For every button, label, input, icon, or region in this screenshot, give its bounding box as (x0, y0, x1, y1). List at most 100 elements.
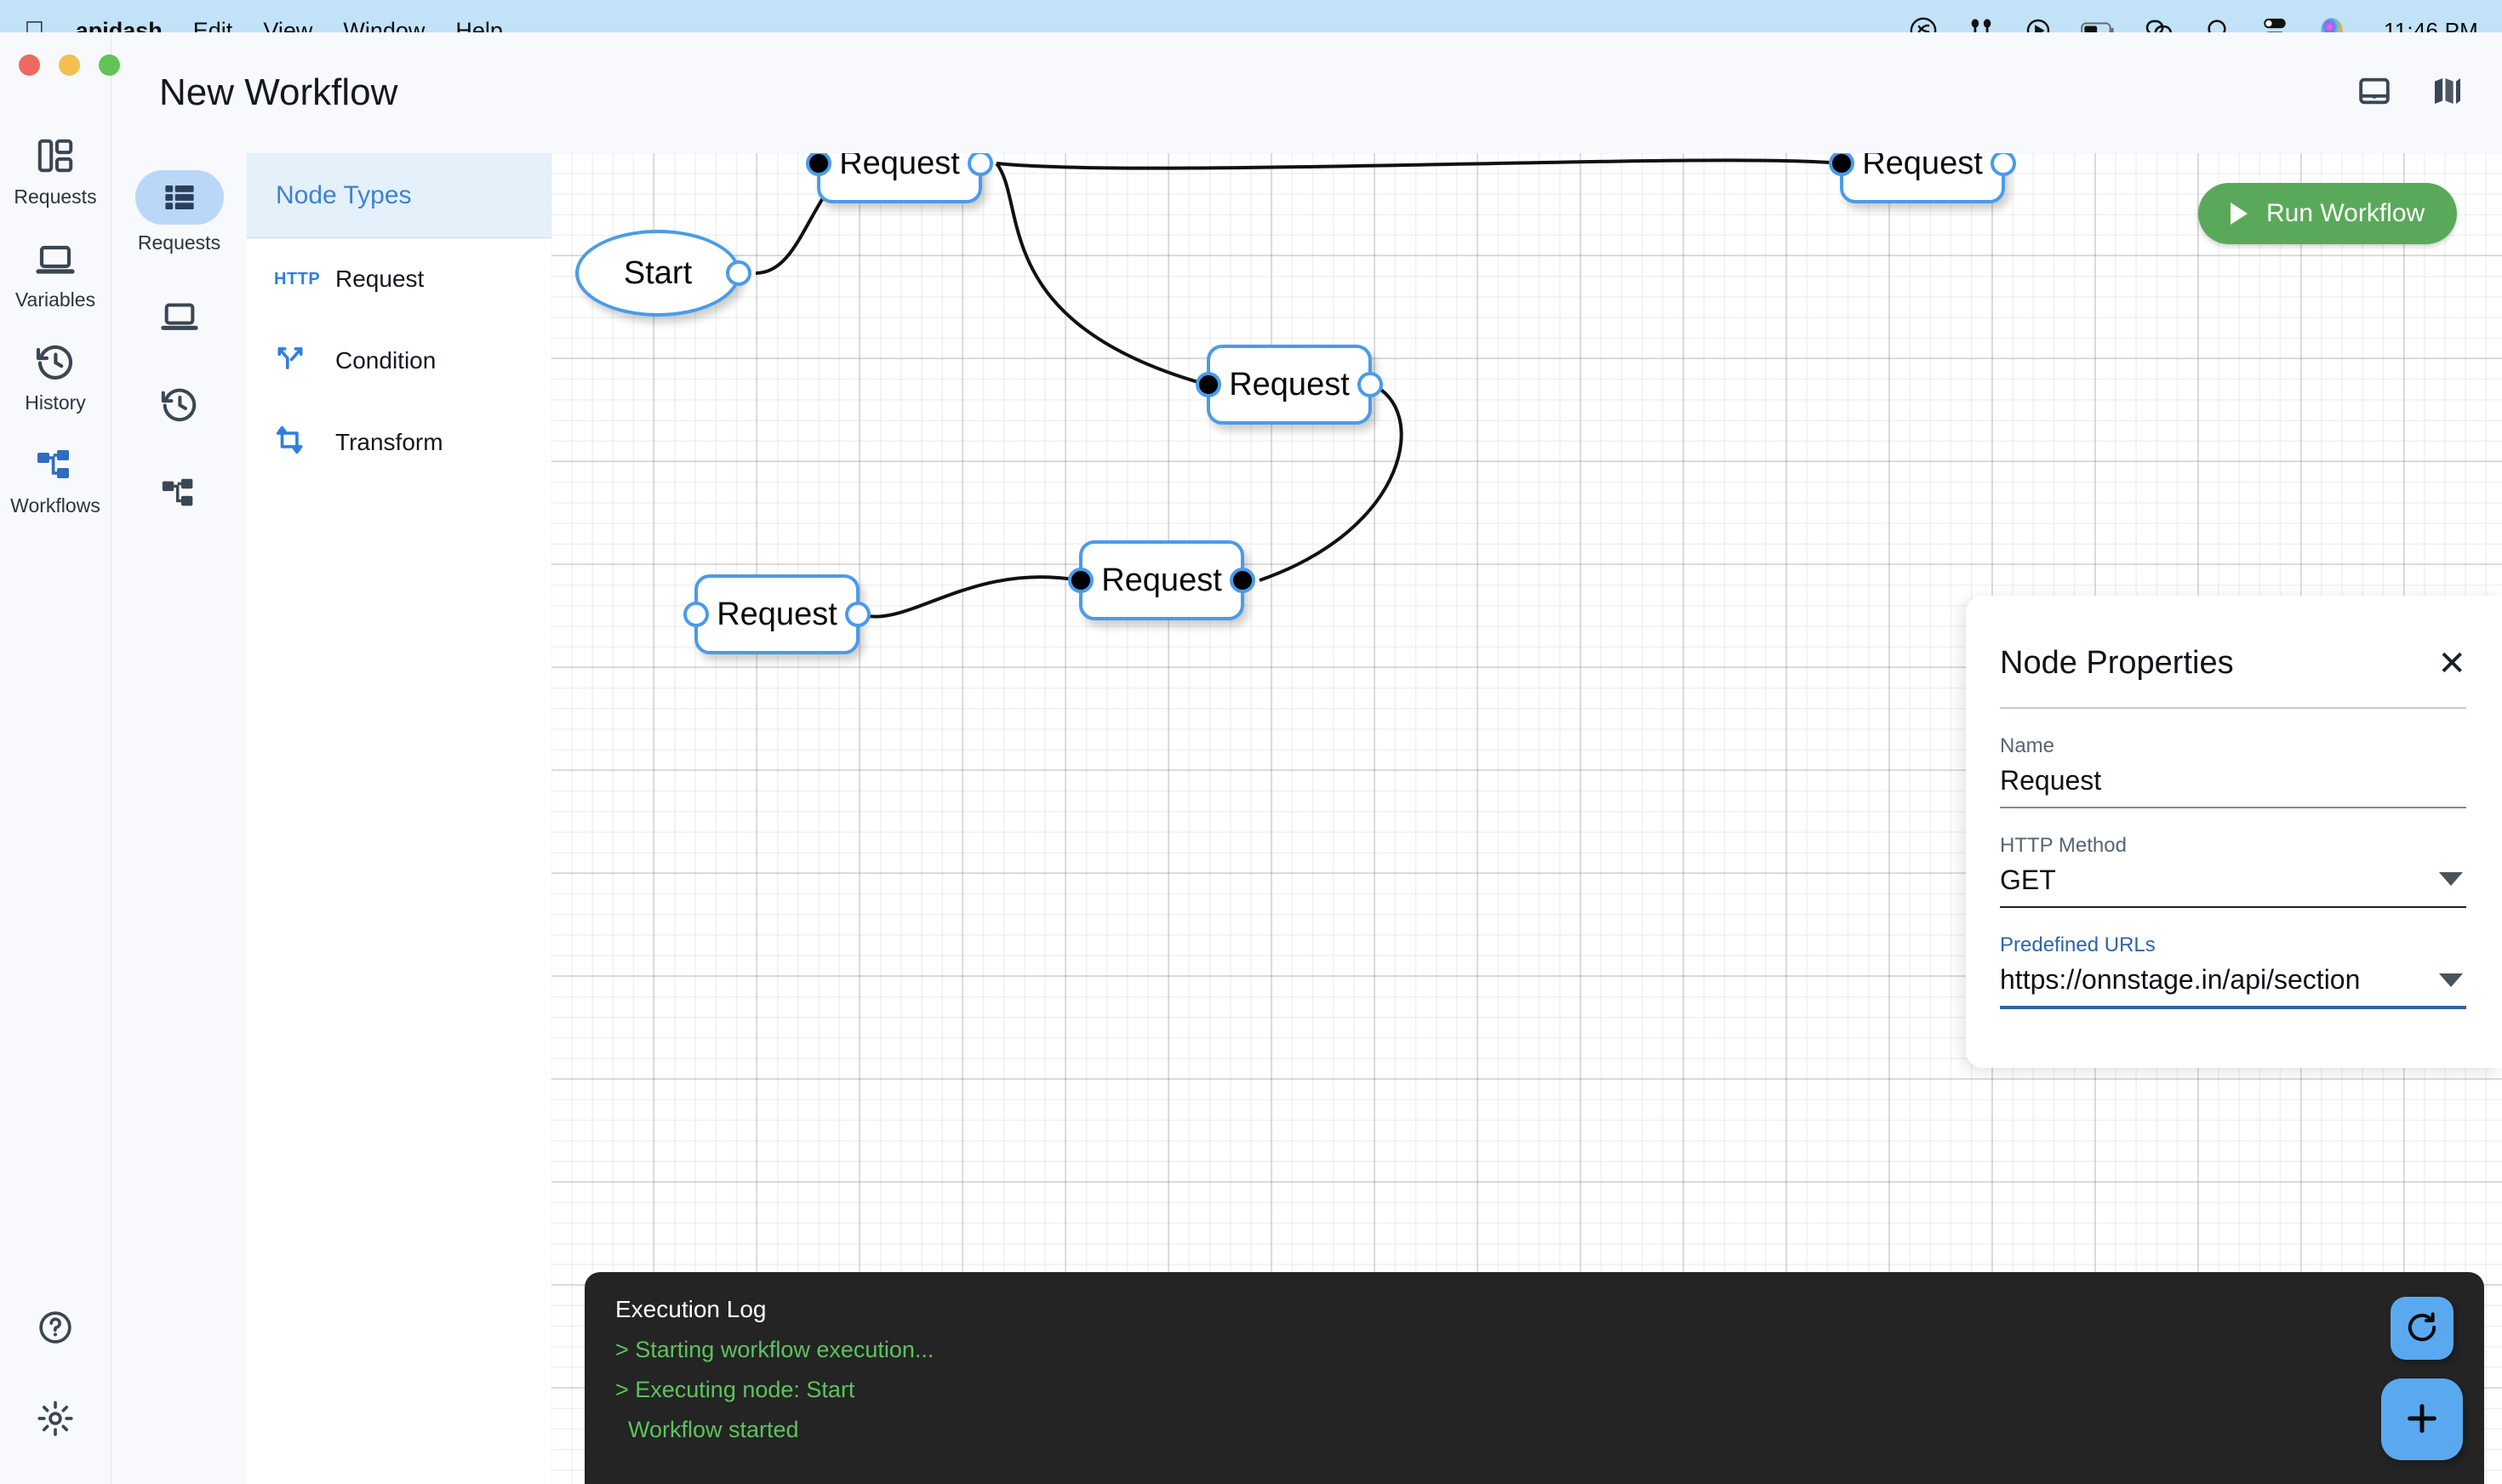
node-types-title: Node Types (276, 180, 412, 209)
add-node-button[interactable] (2381, 1378, 2463, 1460)
np-label-name: Name (2000, 734, 2055, 757)
history-icon (35, 340, 76, 383)
log-line: > Executing node: Start (615, 1377, 855, 1402)
panel-bottom-icon[interactable] (2357, 74, 2391, 112)
refresh-button[interactable] (2391, 1297, 2453, 1360)
canvas-node-request-5[interactable]: Request (683, 574, 871, 654)
canvas-node-label: Request (1229, 366, 1350, 402)
plus-icon (2402, 1399, 2442, 1441)
primary-nav-rail: Requests Variables History (0, 32, 111, 1484)
node-type-label-request: Request (335, 265, 425, 292)
workflow-icon (35, 443, 76, 486)
node-properties-title: Node Properties (2000, 645, 2234, 681)
node-properties-panel: Node Properties ✕ Name Request HTTP Meth… (1966, 596, 2502, 1068)
np-label-http-method: HTTP Method (2000, 834, 2127, 857)
workflow-canvas[interactable]: Run Workflow Start Request Request Reque… (551, 153, 2502, 1484)
canvas-node-request-1[interactable]: Request (806, 153, 993, 203)
workflow-titlebar: New Workflow (111, 32, 2502, 153)
predefined-urls-select[interactable]: https://onnstage.in/api/section (2000, 964, 2361, 995)
canvas-node-request-2[interactable]: Request (1829, 153, 2016, 203)
np-underline (2000, 807, 2466, 808)
maximize-window-button[interactable] (99, 54, 120, 76)
node-input-port[interactable] (806, 153, 831, 176)
sidebar-item-workflows[interactable]: Workflows (0, 443, 111, 517)
canvas-node-request-4[interactable]: Request (1068, 540, 1255, 620)
sidebar-label-variables: Variables (14, 288, 96, 311)
sidebar-item-history[interactable]: History (0, 340, 111, 414)
sidebar-item-requests[interactable]: Requests (0, 134, 111, 208)
node-type-condition[interactable]: Condition (247, 320, 551, 402)
canvas-node-label: Request (1101, 562, 1222, 598)
http-badge-icon: HTTP (274, 269, 321, 288)
sidebar-item-variables[interactable]: Variables (0, 237, 111, 311)
workflow-icon (135, 465, 224, 520)
workflow-icon-column: Requests (111, 153, 247, 1484)
sidebar-label-requests: Requests (14, 186, 97, 208)
close-icon[interactable]: ✕ (2437, 644, 2466, 682)
iconcol-item-requests[interactable]: Requests (134, 170, 224, 254)
page-title: New Workflow (159, 71, 398, 113)
sidebar-label-history: History (25, 391, 86, 414)
chevron-down-icon[interactable] (2439, 872, 2463, 886)
play-icon (2231, 203, 2248, 225)
node-properties-header: Node Properties ✕ (2000, 645, 2466, 682)
node-type-label-condition: Condition (335, 347, 437, 374)
run-workflow-label: Run Workflow (2266, 199, 2425, 227)
canvas-node-request-3[interactable]: Request (1196, 345, 1383, 425)
node-types-header: Node Types (247, 153, 551, 238)
canvas-floating-actions (2381, 1297, 2463, 1460)
dashboard-icon (36, 134, 75, 177)
node-output-port[interactable] (1357, 372, 1383, 397)
chevron-down-icon[interactable] (2439, 973, 2463, 987)
node-type-request[interactable]: HTTP Request (247, 238, 551, 320)
help-circle-icon[interactable] (37, 1309, 74, 1350)
execution-log-title: Execution Log (615, 1296, 767, 1322)
canvas-node-start[interactable]: Start (575, 230, 751, 317)
run-workflow-button[interactable]: Run Workflow (2198, 183, 2458, 244)
laptop-icon (135, 288, 224, 343)
node-output-port[interactable] (845, 602, 871, 627)
list-icon (134, 170, 224, 225)
iconcol-item-workflows[interactable] (135, 465, 224, 520)
np-field-predefined-urls: Predefined URLs https://onnstage.in/api/… (2000, 933, 2466, 1009)
node-input-port[interactable] (1829, 153, 1854, 176)
close-window-button[interactable] (19, 54, 40, 76)
node-input-port[interactable] (1068, 568, 1094, 593)
canvas-node-label: Request (1862, 153, 1983, 181)
minimize-window-button[interactable] (59, 54, 80, 76)
iconcol-label-requests: Requests (137, 231, 221, 254)
sidebar-label-workflows: Workflows (10, 494, 100, 517)
history-icon (135, 377, 224, 431)
log-line: > Starting workflow execution... (615, 1337, 934, 1362)
execution-log-panel: Execution Log > Starting workflow execut… (585, 1272, 2484, 1484)
np-underline (2000, 1006, 2466, 1009)
canvas-node-label: Request (839, 153, 960, 181)
name-field[interactable]: Request (2000, 765, 2102, 796)
transform-icon (274, 424, 313, 461)
node-output-port[interactable] (1230, 568, 1255, 593)
log-line: Workflow started (615, 1417, 799, 1442)
node-output-port[interactable] (1991, 153, 2016, 176)
node-types-panel: Node Types HTTP Request Condition Transf… (247, 153, 551, 1484)
node-input-port[interactable] (1196, 372, 1221, 397)
iconcol-item-history[interactable] (135, 377, 224, 431)
gear-icon[interactable] (37, 1400, 74, 1441)
node-input-port[interactable] (683, 602, 709, 627)
np-field-name: Name Request (2000, 734, 2466, 808)
np-field-http-method: HTTP Method GET (2000, 834, 2466, 908)
canvas-node-label: Request (717, 596, 837, 632)
laptop-icon (35, 237, 76, 280)
map-icon[interactable] (2431, 74, 2465, 112)
node-output-port[interactable] (726, 260, 751, 286)
np-label-predefined-urls: Predefined URLs (2000, 933, 2156, 956)
np-underline (2000, 906, 2466, 908)
node-type-transform[interactable]: Transform (247, 402, 551, 483)
titlebar-actions (2357, 74, 2502, 112)
window-traffic-lights (19, 54, 120, 76)
node-type-label-transform: Transform (335, 429, 443, 455)
canvas-node-label: Start (623, 254, 693, 291)
http-method-select[interactable]: GET (2000, 865, 2056, 895)
iconcol-item-variables[interactable] (135, 288, 224, 343)
node-output-port[interactable] (968, 153, 993, 176)
np-divider (2000, 707, 2466, 709)
